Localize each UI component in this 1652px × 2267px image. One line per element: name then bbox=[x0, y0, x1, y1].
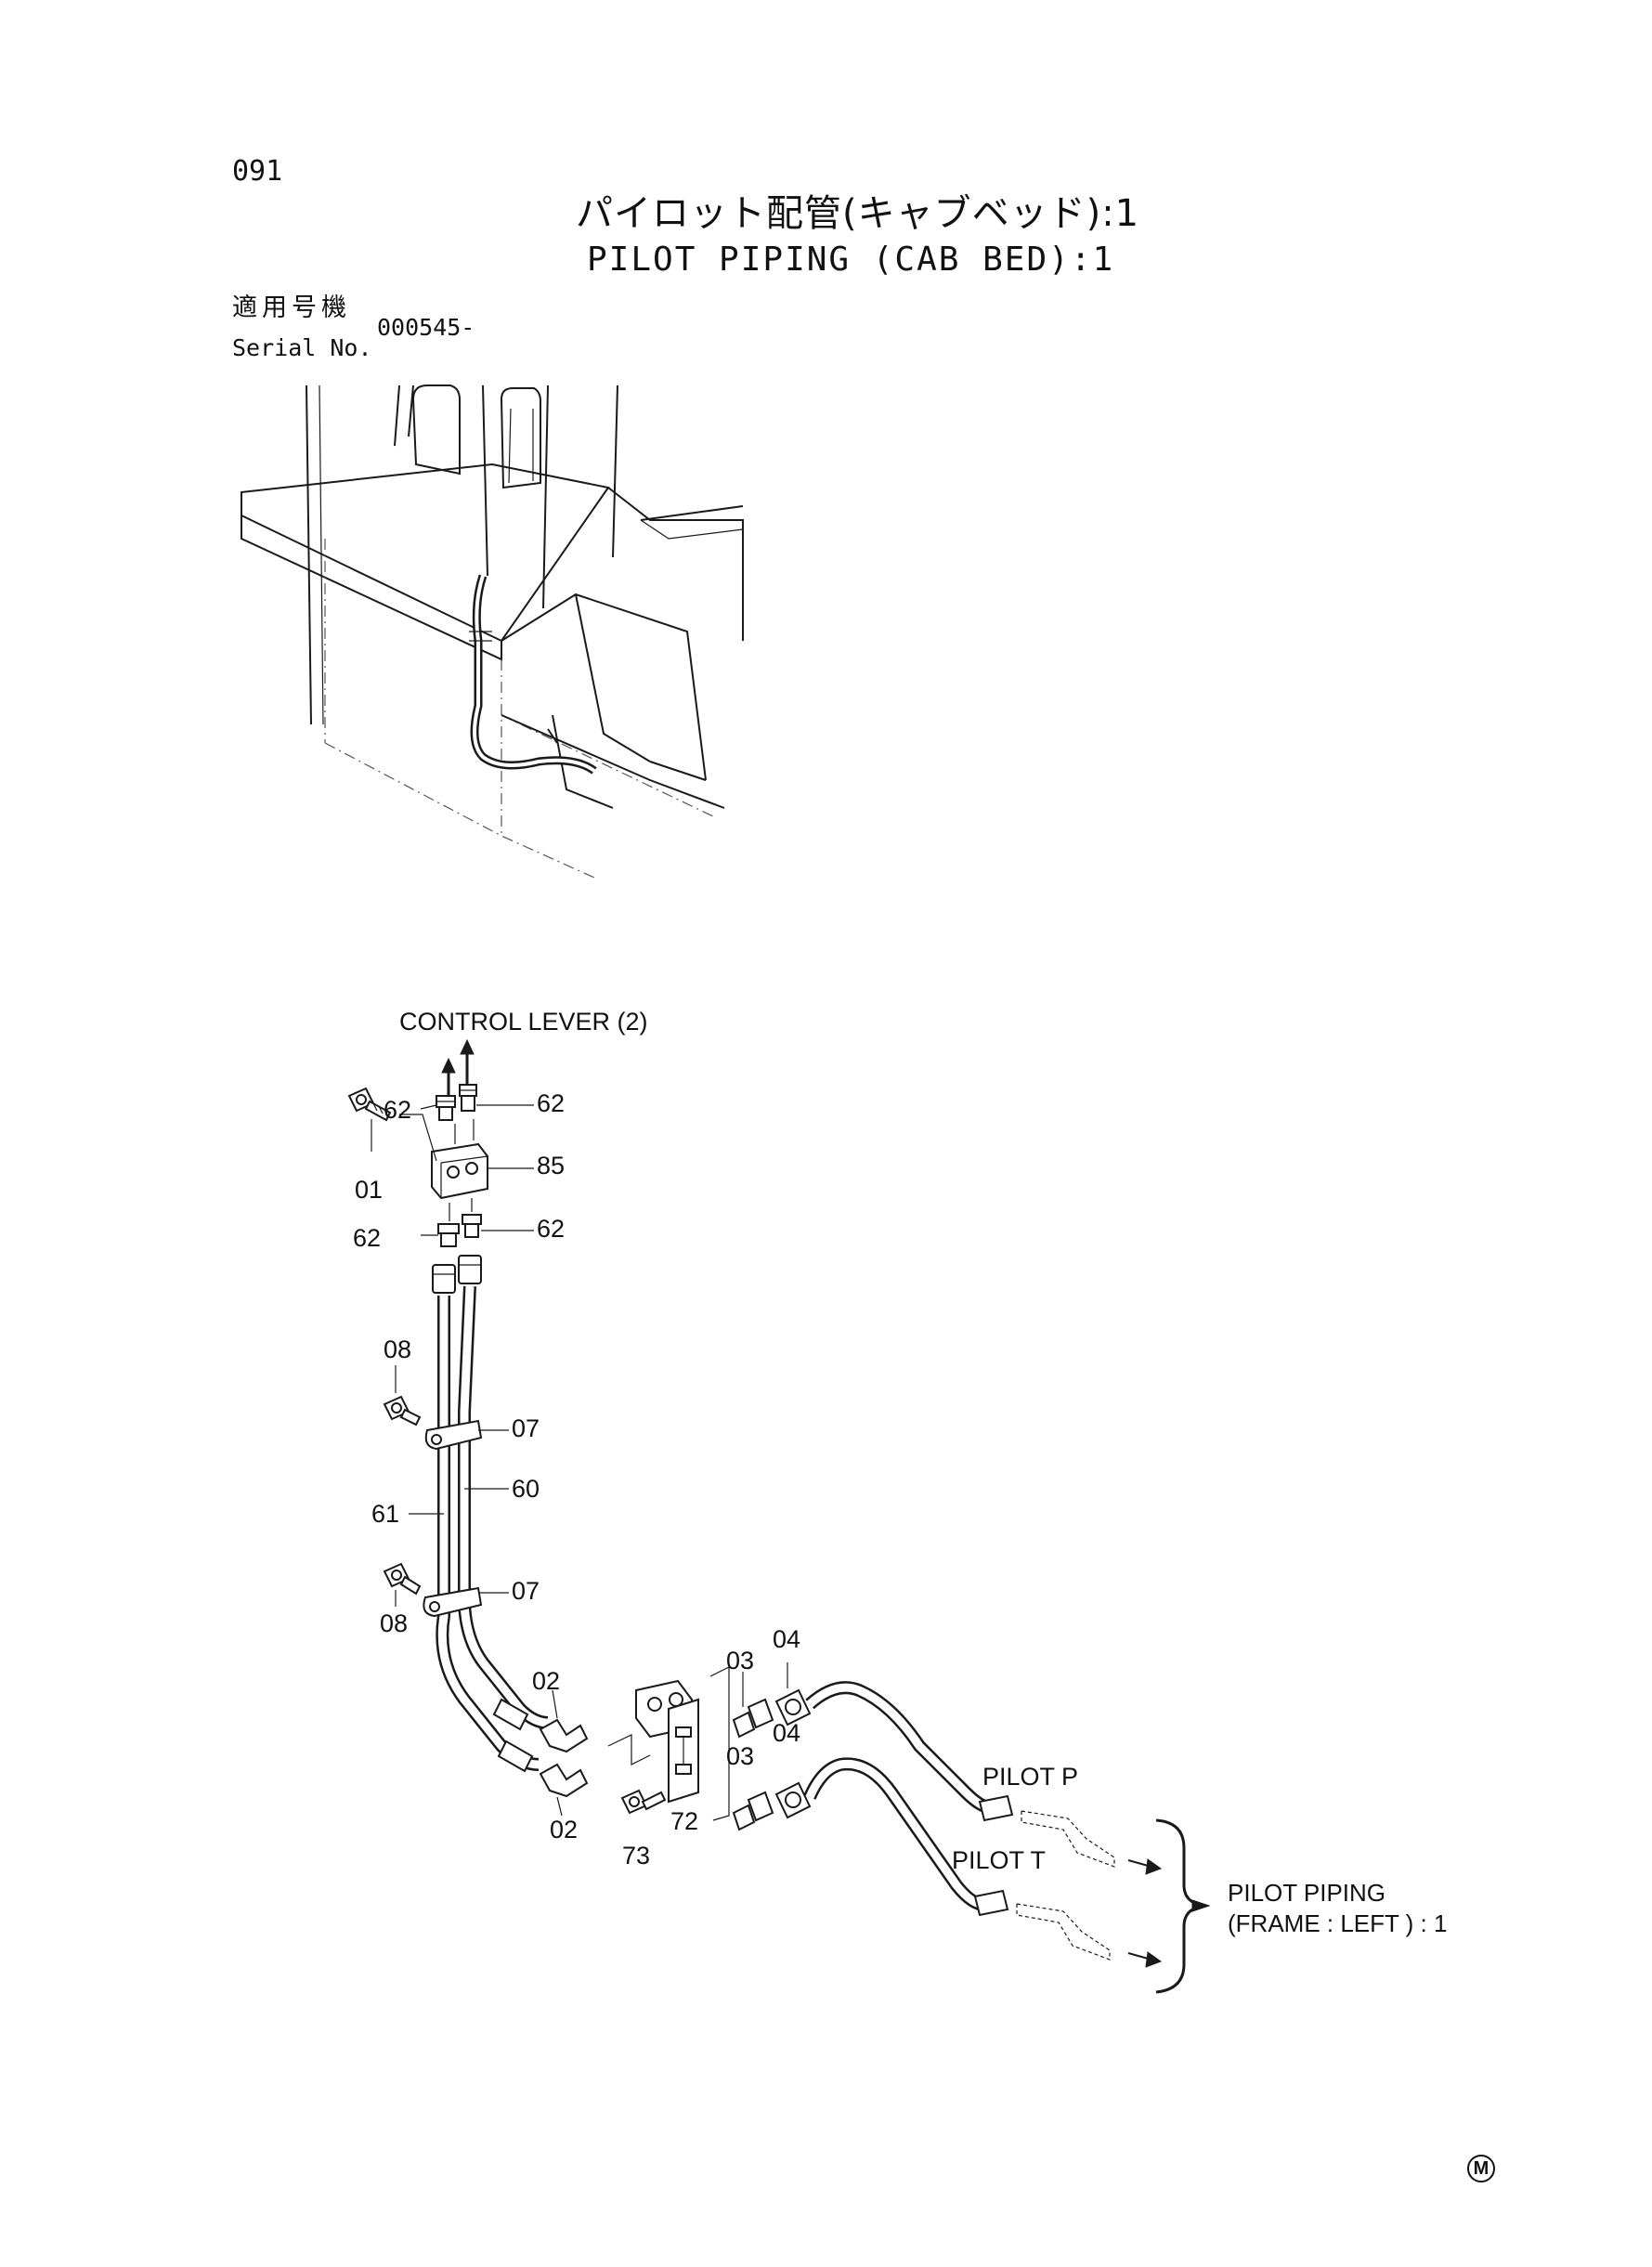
part-label-01: 01 bbox=[355, 1176, 384, 1204]
callout-pilot-piping-line2: (FRAME : LEFT ) : 1 bbox=[1228, 1909, 1448, 1937]
part-label-04: 04 bbox=[773, 1625, 801, 1653]
part-label-85: 85 bbox=[537, 1152, 566, 1179]
cab-bed-overview-sketch bbox=[241, 384, 744, 879]
callout-control-lever: CONTROL LEVER (2) bbox=[399, 1008, 648, 1036]
m-mark-symbol: M bbox=[1467, 2155, 1495, 2182]
part-label-62: 62 bbox=[537, 1215, 566, 1243]
part-label-03: 03 bbox=[726, 1647, 755, 1674]
right-curly-brace-icon bbox=[1155, 1818, 1211, 1994]
part-label-72: 72 bbox=[670, 1807, 699, 1835]
nut-04-top bbox=[774, 1662, 812, 1726]
serial-label-english: Serial No. bbox=[232, 334, 372, 361]
fitting-03-top bbox=[732, 1672, 774, 1739]
clamp-07-top bbox=[424, 1419, 483, 1451]
clamp-07-bottom bbox=[423, 1586, 483, 1618]
part-label-62: 62 bbox=[353, 1224, 382, 1252]
elbow-02-bottom bbox=[539, 1763, 589, 1798]
part-label-07: 07 bbox=[512, 1414, 540, 1442]
leader-lines bbox=[371, 1104, 563, 1817]
bolt-01 bbox=[347, 1087, 437, 1162]
page-number: 091 bbox=[232, 155, 283, 188]
fitting-03-bottom bbox=[732, 1791, 774, 1831]
page-title-japanese: パイロット配管(キャブベッド):1 bbox=[576, 192, 1140, 235]
part-label-08: 08 bbox=[384, 1335, 412, 1363]
serial-number-value: 000545- bbox=[377, 314, 475, 341]
hose-end-fittings-top bbox=[432, 1255, 482, 1294]
part-label-73: 73 bbox=[622, 1842, 651, 1870]
callout-pilot-piping-line1: PILOT PIPING bbox=[1228, 1879, 1386, 1907]
block-85 bbox=[431, 1119, 488, 1200]
part-label-60: 60 bbox=[512, 1475, 540, 1503]
page-title-english: PILOT PIPING (CAB BED):1 bbox=[587, 241, 1115, 279]
part-label-62: 62 bbox=[384, 1096, 412, 1124]
fitting-62-top bbox=[436, 1084, 477, 1121]
part-label-61: 61 bbox=[371, 1500, 400, 1528]
elbow-02-top bbox=[539, 1718, 589, 1753]
nut-04-bottom bbox=[774, 1781, 812, 1819]
callout-pilot-t: PILOT T bbox=[952, 1846, 1047, 1874]
valve-block-72 bbox=[607, 1666, 730, 1821]
part-label-07: 07 bbox=[512, 1577, 540, 1605]
part-label-02: 02 bbox=[532, 1667, 561, 1695]
part-label-02: 02 bbox=[550, 1816, 579, 1844]
callout-pilot-p: PILOT P bbox=[982, 1763, 1079, 1791]
part-label-04: 04 bbox=[773, 1719, 801, 1747]
hose-end-fittings-lower bbox=[492, 1698, 534, 1773]
part-label-62: 62 bbox=[537, 1089, 566, 1117]
pilot-piping-exploded-view bbox=[347, 1038, 1211, 1994]
bolt-08-top bbox=[383, 1365, 422, 1427]
bolt-08-bottom bbox=[383, 1562, 422, 1607]
pilot-hoses-p-t bbox=[803, 1681, 1163, 1968]
part-label-08: 08 bbox=[380, 1609, 409, 1637]
serial-label-japanese: 適用号機 bbox=[232, 293, 351, 322]
bolt-73 bbox=[620, 1789, 667, 1815]
fitting-62-mid bbox=[437, 1198, 482, 1247]
part-label-03: 03 bbox=[726, 1742, 755, 1770]
